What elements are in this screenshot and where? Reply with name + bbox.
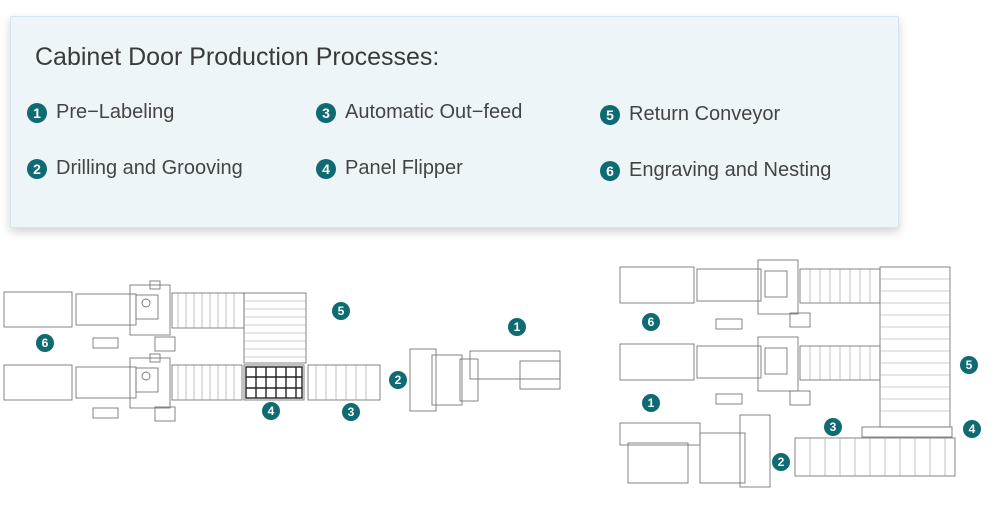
marker-1-right: 1 <box>642 394 660 412</box>
process-item-1: 1 Pre−Labeling <box>27 101 174 124</box>
marker-4-right: 4 <box>963 420 981 438</box>
production-line-layout-left: 5 1 6 2 4 3 <box>0 255 570 430</box>
process-label-2: Drilling and Grooving <box>56 157 243 179</box>
process-item-6: 6 Engraving and Nesting <box>600 159 831 182</box>
number-badge-3: 3 <box>316 102 336 123</box>
process-label-3: Automatic Out−feed <box>345 101 523 123</box>
marker-6-left: 6 <box>36 334 54 352</box>
process-item-4: 4 Panel Flipper <box>316 157 463 180</box>
legend-title: Cabinet Door Production Processes: <box>35 43 440 71</box>
number-badge-1: 1 <box>27 102 47 123</box>
number-badge-5: 5 <box>600 104 620 125</box>
marker-1-left: 1 <box>508 318 526 336</box>
process-legend-panel: Cabinet Door Production Processes: 1 Pre… <box>10 16 899 228</box>
marker-6-right: 6 <box>642 313 660 331</box>
marker-3-left: 3 <box>342 403 360 421</box>
marker-5-right: 5 <box>960 356 978 374</box>
process-label-6: Engraving and Nesting <box>629 159 832 181</box>
marker-5-left: 5 <box>332 302 350 320</box>
process-label-4: Panel Flipper <box>345 157 463 179</box>
marker-3-right: 3 <box>824 418 842 436</box>
number-badge-4: 4 <box>316 158 336 179</box>
number-badge-6: 6 <box>600 160 620 181</box>
layout-drawing-left <box>3 280 561 422</box>
marker-4-left: 4 <box>262 402 280 420</box>
process-label-1: Pre−Labeling <box>56 101 175 123</box>
marker-2-right: 2 <box>772 453 790 471</box>
number-badge-2: 2 <box>27 158 47 179</box>
production-line-layout-right: 6 5 1 3 4 2 <box>600 255 995 495</box>
process-item-3: 3 Automatic Out−feed <box>316 101 522 124</box>
process-item-5: 5 Return Conveyor <box>600 103 780 126</box>
layout-drawing-right <box>619 259 956 488</box>
marker-2-left: 2 <box>389 371 407 389</box>
process-label-5: Return Conveyor <box>629 103 781 125</box>
process-item-2: 2 Drilling and Grooving <box>27 157 243 180</box>
